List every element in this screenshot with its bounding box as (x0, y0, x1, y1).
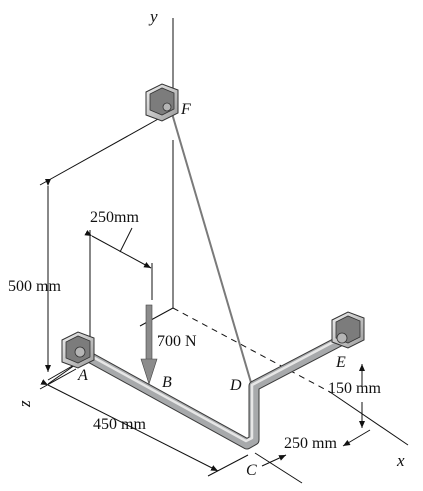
dimension-450mm (39, 368, 249, 477)
force-label: 700 N (157, 333, 197, 350)
z-axis-label: z (15, 400, 34, 408)
dimension-500mm (39, 117, 161, 381)
pipe (74, 335, 346, 450)
dimension-label-250mm-ab: 250mm (90, 209, 139, 226)
dimension-label-450mm: 450 mm (93, 416, 146, 433)
support-a (61, 331, 95, 369)
point-label-e: E (335, 354, 346, 371)
support-f (145, 83, 179, 122)
x-axis (172, 307, 409, 446)
y-axis-label: y (148, 7, 158, 26)
point-label-a: A (77, 367, 88, 384)
point-label-d: D (229, 377, 242, 394)
force-arrow-700n (140, 304, 158, 385)
point-label-f: F (180, 101, 191, 118)
dimension-label-500mm: 500 mm (8, 278, 61, 295)
dimension-label-250mm-cd: 250 mm (284, 435, 337, 452)
cable-fd (170, 109, 253, 387)
x-axis-label: x (396, 451, 405, 470)
support-e (331, 311, 365, 349)
dimension-250mm-cd (254, 429, 371, 484)
dimension-label-150mm: 150 mm (328, 380, 381, 397)
dimension-250mm-ab (84, 227, 153, 352)
point-label-b: B (162, 374, 172, 391)
point-label-c: C (246, 462, 257, 479)
